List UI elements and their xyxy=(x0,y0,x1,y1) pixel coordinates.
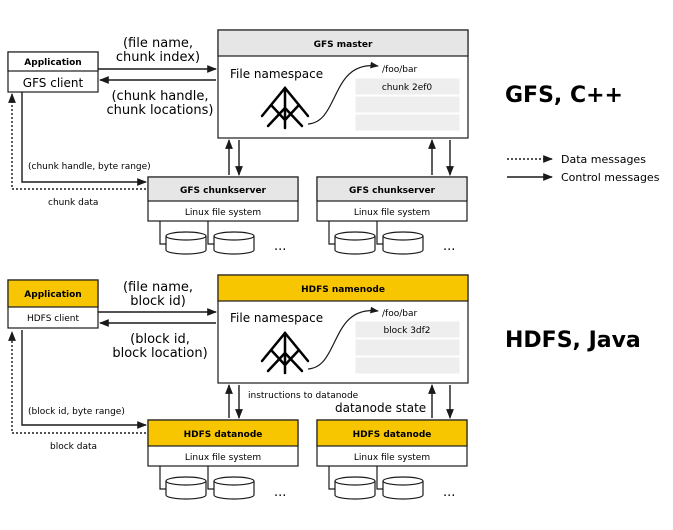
gfs-table-row xyxy=(354,113,461,132)
hdfs-namenode-title: HDFS namenode xyxy=(301,285,385,295)
hdfs-datanode-title: HDFS datanode xyxy=(353,430,432,440)
gfs-chunkserver-1: GFS chunkserver Linux file system xyxy=(147,176,299,222)
hdfs-table-row xyxy=(354,320,461,339)
instructions-label: instructions to datanode xyxy=(248,391,359,401)
gfs-request-line1: (file name, xyxy=(123,36,193,51)
more-disks-ellipsis: ... xyxy=(443,239,455,254)
gfs-response-line2: chunk locations) xyxy=(107,103,214,118)
hdfs-section-label: HDFS, Java xyxy=(505,328,641,353)
hdfs-request-line1: (file name, xyxy=(123,280,193,295)
tree-icon xyxy=(260,86,310,130)
gfs-section: Application GFS client (file name, chunk… xyxy=(7,29,623,255)
gfs-chunkserver-title: GFS chunkserver xyxy=(180,186,267,196)
disk-icon xyxy=(165,476,207,500)
gfs-table-row xyxy=(354,77,461,96)
hdfs-section: Application HDFS client (file name, bloc… xyxy=(7,274,641,500)
more-disks-ellipsis: ... xyxy=(274,239,286,254)
gfs-request-line2: chunk index) xyxy=(116,50,200,65)
disk-icon xyxy=(382,231,424,255)
hdfs-read-request-arrow xyxy=(21,330,147,429)
linux-fs-label: Linux file system xyxy=(354,453,430,463)
hdfs-response-line1: (block id, xyxy=(130,332,190,347)
hdfs-namenode-box: HDFS namenode File namespace /foo/bar bl… xyxy=(217,274,469,384)
hdfs-data-arrow xyxy=(8,331,146,434)
linux-fs-label: Linux file system xyxy=(354,208,430,218)
gfs-data-label: chunk data xyxy=(48,198,98,208)
tree-icon xyxy=(260,331,310,375)
gfs-table-row xyxy=(354,95,461,114)
gfs-read-request-label: (chunk handle, byte range) xyxy=(28,162,151,172)
hdfs-namespace-label: File namespace xyxy=(230,311,323,325)
gfs-chunkserver-title: GFS chunkserver xyxy=(349,186,436,196)
more-disks-ellipsis: ... xyxy=(274,485,286,500)
hdfs-table-row xyxy=(354,356,461,375)
gfs-master-title: GFS master xyxy=(314,40,373,50)
gfs-namespace-curve xyxy=(307,61,379,125)
hdfs-data-label: block data xyxy=(50,442,97,452)
legend: Data messages Control messages xyxy=(507,153,660,184)
linux-fs-label: Linux file system xyxy=(185,208,261,218)
hdfs-application-title: Application xyxy=(24,290,81,300)
hdfs-application-box: Application HDFS client xyxy=(7,279,99,329)
disk-icon xyxy=(165,231,207,255)
gfs-path: /foo/bar xyxy=(382,65,417,75)
gfs-chunkserver-2: GFS chunkserver Linux file system xyxy=(316,176,468,222)
hdfs-namespace-curve xyxy=(307,306,379,370)
gfs-client-label: GFS client xyxy=(23,76,84,90)
hdfs-datanode-2: HDFS datanode Linux file system xyxy=(316,419,468,467)
disk-icon xyxy=(213,231,255,255)
legend-data-label: Data messages xyxy=(561,153,646,166)
legend-control-label: Control messages xyxy=(561,171,660,184)
datanode-state-label: datanode state xyxy=(335,401,426,415)
gfs-master-box: GFS master File namespace /foo/bar chunk… xyxy=(217,29,469,139)
hdfs-block-entry: block 3df2 xyxy=(383,326,430,336)
disk-icon xyxy=(334,231,376,255)
gfs-read-request-arrow xyxy=(21,92,147,186)
hdfs-response-line2: block location) xyxy=(112,346,207,361)
hdfs-datanode-title: HDFS datanode xyxy=(184,430,263,440)
disk-icon xyxy=(334,476,376,500)
hdfs-read-request-label: (block id, byte range) xyxy=(28,407,125,417)
gfs-chunk-entry: chunk 2ef0 xyxy=(382,83,433,93)
hdfs-table-row xyxy=(354,338,461,357)
linux-fs-label: Linux file system xyxy=(185,453,261,463)
gfs-application-title: Application xyxy=(24,58,81,68)
gfs-data-arrow xyxy=(8,93,146,190)
gfs-application-box: Application GFS client xyxy=(7,51,99,93)
gfs-namespace-label: File namespace xyxy=(230,67,323,81)
gfs-section-label: GFS, C++ xyxy=(505,83,623,108)
hdfs-datanode-1: HDFS datanode Linux file system xyxy=(147,419,299,467)
gfs-response-line1: (chunk handle, xyxy=(111,89,208,104)
disk-icon xyxy=(213,476,255,500)
hdfs-path: /foo/bar xyxy=(382,309,417,319)
more-disks-ellipsis: ... xyxy=(443,485,455,500)
hdfs-request-line2: block id) xyxy=(130,294,186,309)
disk-icon xyxy=(382,476,424,500)
hdfs-client-label: HDFS client xyxy=(27,314,79,324)
